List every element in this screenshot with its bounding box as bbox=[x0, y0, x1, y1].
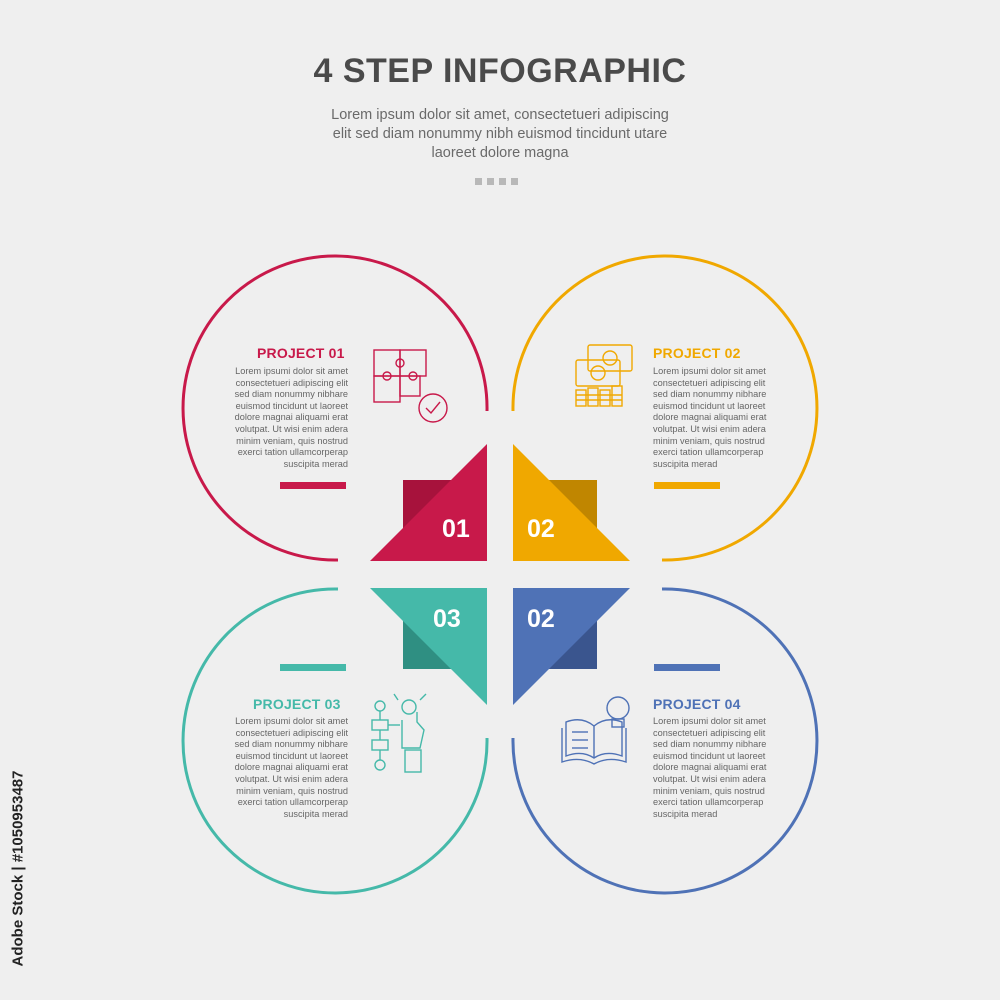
project-04-bar bbox=[654, 664, 720, 671]
body-line: euismod tincidunt ut laoreet bbox=[653, 400, 766, 411]
body-line: minim veniam, quis nostrud bbox=[236, 435, 348, 446]
step-number-02: 02 bbox=[527, 515, 555, 543]
project-02-body: Lorem ipsumi dolor sit amet consectetuer… bbox=[653, 366, 769, 470]
body-line: volutpat. Ut wisi enim adera bbox=[235, 423, 348, 434]
project-04-title: PROJECT 04 bbox=[653, 696, 741, 712]
body-line: dolore magnai aliquami erat bbox=[653, 412, 767, 423]
body-line: dolore magnai aliquami erat bbox=[234, 762, 348, 773]
project-02-title: PROJECT 02 bbox=[653, 345, 741, 361]
body-line: minim veniam, quis nostrud bbox=[653, 435, 765, 446]
project-04-triangle bbox=[513, 588, 630, 705]
project-01-triangle bbox=[370, 444, 487, 561]
body-line: Lorem ipsumi dolor sit amet bbox=[235, 716, 348, 726]
body-line: volutpat. Ut wisi enim adera bbox=[653, 423, 766, 434]
project-03-ring bbox=[181, 587, 489, 895]
subtitle-line: elit sed diam nonummy nibh euismod tinci… bbox=[332, 126, 668, 142]
body-line: dolore magnai aliquami erat bbox=[234, 412, 348, 423]
book-lightbulb-icon bbox=[561, 696, 630, 765]
subtitle-line: laoreet dolore magna bbox=[431, 145, 569, 161]
body-line: volutpat. Ut wisi enim adera bbox=[653, 773, 766, 784]
body-line: volutpat. Ut wisi enim adera bbox=[235, 773, 348, 784]
project-03-body: Lorem ipsumi dolor sit amet consectetuer… bbox=[232, 716, 348, 820]
body-line: suscipita merad bbox=[283, 808, 348, 819]
body-line: sed diam nonummy nibhare bbox=[653, 739, 767, 750]
body-line: minim veniam, quis nostrud bbox=[236, 785, 348, 796]
robot-hand-flowchart-icon bbox=[371, 693, 427, 773]
project-03-triangle bbox=[370, 588, 487, 705]
body-line: consectetueri adipiscing elit bbox=[653, 377, 766, 388]
page-subtitle: Lorem ipsum dolor sit amet, consectetuer… bbox=[300, 106, 700, 163]
body-line: dolore magnai aliquami erat bbox=[653, 762, 767, 773]
project-01-bar bbox=[280, 482, 346, 489]
project-01-title: PROJECT 01 bbox=[257, 345, 345, 361]
body-line: suscipita merad bbox=[283, 458, 348, 469]
body-line: consectetueri adipiscing elit bbox=[235, 377, 348, 388]
stock-id-text: Adobe Stock | #1050953487 bbox=[9, 770, 27, 967]
divider-dots bbox=[475, 178, 518, 185]
step-number-01: 01 bbox=[442, 515, 470, 543]
project-01-body: Lorem ipsumi dolor sit amet consectetuer… bbox=[232, 366, 348, 470]
project-01-ring bbox=[181, 254, 489, 562]
puzzle-check-icon bbox=[373, 349, 448, 423]
project-03-title: PROJECT 03 bbox=[253, 696, 341, 712]
project-02-triangle bbox=[513, 444, 630, 561]
body-line: euismod tincidunt ut laoreet bbox=[235, 750, 348, 761]
subtitle-line: Lorem ipsum dolor sit amet, consectetuer… bbox=[331, 107, 669, 123]
project-04-ring bbox=[511, 587, 819, 895]
body-line: exerci tation ullamcorperap bbox=[237, 797, 348, 808]
project-02-bar bbox=[654, 482, 720, 489]
body-line: minim veniam, quis nostrud bbox=[653, 785, 765, 796]
step-number-04: 02 bbox=[527, 605, 555, 633]
page-title: 4 STEP INFOGRAPHIC bbox=[313, 52, 687, 90]
body-line: euismod tincidunt ut laoreet bbox=[653, 750, 766, 761]
body-line: sed diam nonummy nibhare bbox=[234, 739, 348, 750]
body-line: sed diam nonummy nibhare bbox=[234, 389, 348, 400]
project-04-body: Lorem ipsumi dolor sit amet consectetuer… bbox=[653, 716, 769, 820]
stock-id-label: Adobe Stock | #1050953487 bbox=[8, 750, 28, 990]
step-number-03: 03 bbox=[433, 605, 461, 633]
body-line: exerci tation ullamcorperap bbox=[237, 447, 348, 458]
body-line: consectetueri adipiscing elit bbox=[235, 727, 348, 738]
body-line: Lorem ipsumi dolor sit amet bbox=[235, 366, 348, 376]
body-line: Lorem ipsumi dolor sit amet bbox=[653, 366, 766, 376]
body-line: suscipita merad bbox=[653, 808, 718, 819]
body-line: suscipita merad bbox=[653, 458, 718, 469]
body-line: Lorem ipsumi dolor sit amet bbox=[653, 716, 766, 726]
body-line: sed diam nonummy nibhare bbox=[653, 389, 767, 400]
body-line: euismod tincidunt ut laoreet bbox=[235, 400, 348, 411]
body-line: exerci tation ullamcorperap bbox=[653, 797, 764, 808]
body-line: exerci tation ullamcorperap bbox=[653, 447, 764, 458]
project-03-bar bbox=[280, 664, 346, 671]
money-coins-icon bbox=[575, 344, 633, 407]
project-02-ring bbox=[511, 254, 819, 562]
body-line: consectetueri adipiscing elit bbox=[653, 727, 766, 738]
